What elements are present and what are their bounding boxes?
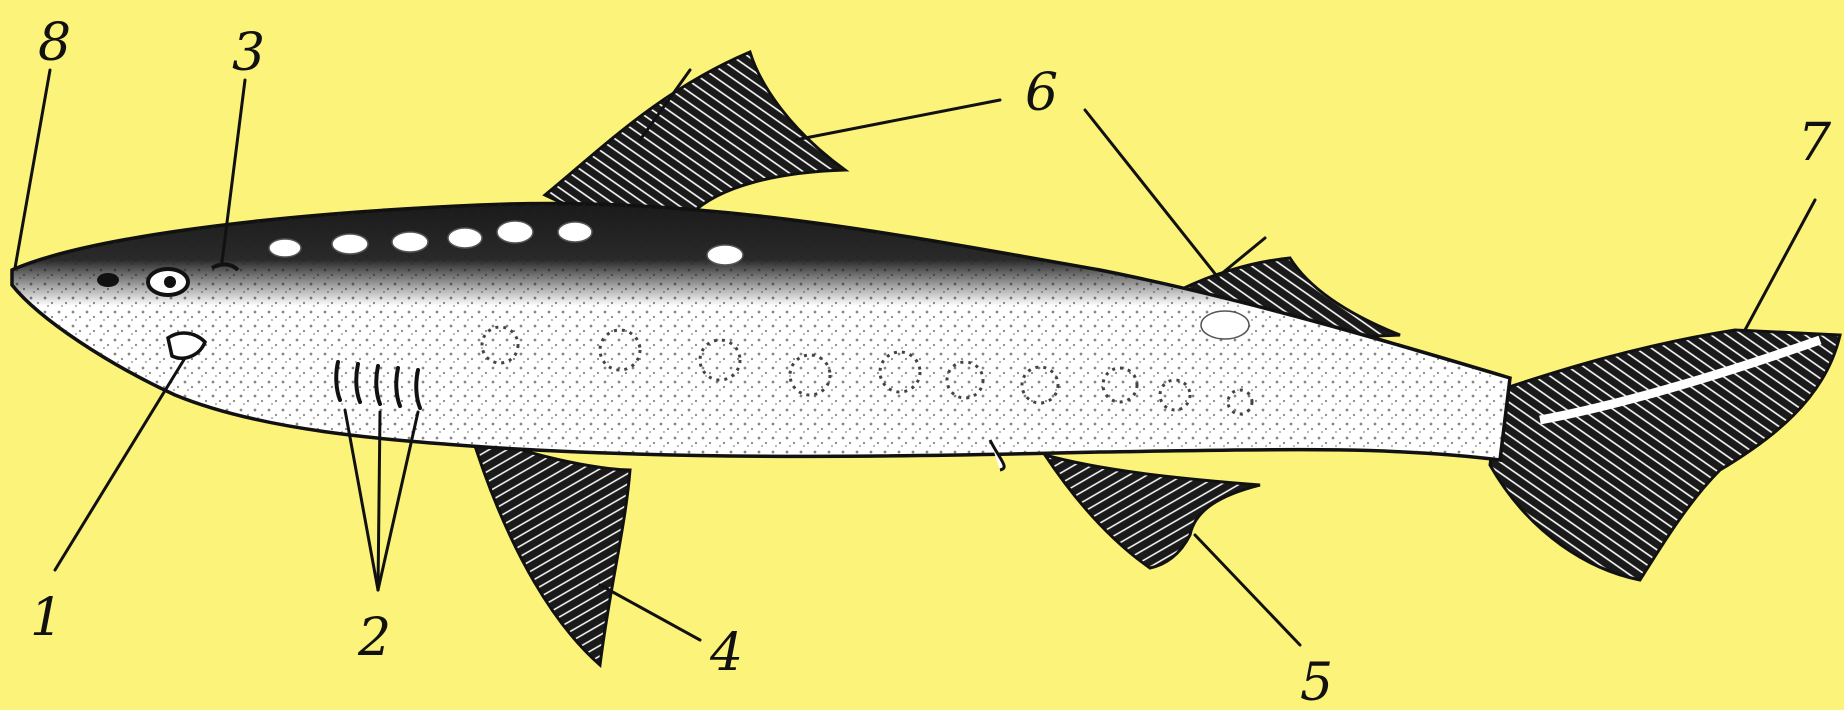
body-stipple xyxy=(12,203,1510,460)
leader-4 xyxy=(600,585,700,640)
pelvic-fin xyxy=(1045,455,1260,568)
label-2: 2 xyxy=(357,608,391,668)
leader-1 xyxy=(55,358,185,570)
label-1: 1 xyxy=(30,588,63,648)
label-5: 5 xyxy=(1300,653,1333,710)
leader-8 xyxy=(15,70,50,268)
caudal-fin xyxy=(1490,330,1840,580)
label-3: 3 xyxy=(232,23,265,83)
eye-pupil xyxy=(164,276,176,288)
label-7: 7 xyxy=(1798,113,1832,173)
label-6: 6 xyxy=(1025,63,1058,123)
label-8: 8 xyxy=(38,13,71,73)
label-4: 4 xyxy=(709,623,743,683)
leader-5 xyxy=(1195,535,1300,645)
leader-2b xyxy=(378,412,380,590)
pectoral-fin xyxy=(470,430,630,665)
nostril xyxy=(97,273,119,287)
leader-6a xyxy=(795,100,1000,140)
first-dorsal-fin xyxy=(545,52,845,222)
leader-7 xyxy=(1745,200,1815,330)
leader-6b xyxy=(1085,110,1220,280)
